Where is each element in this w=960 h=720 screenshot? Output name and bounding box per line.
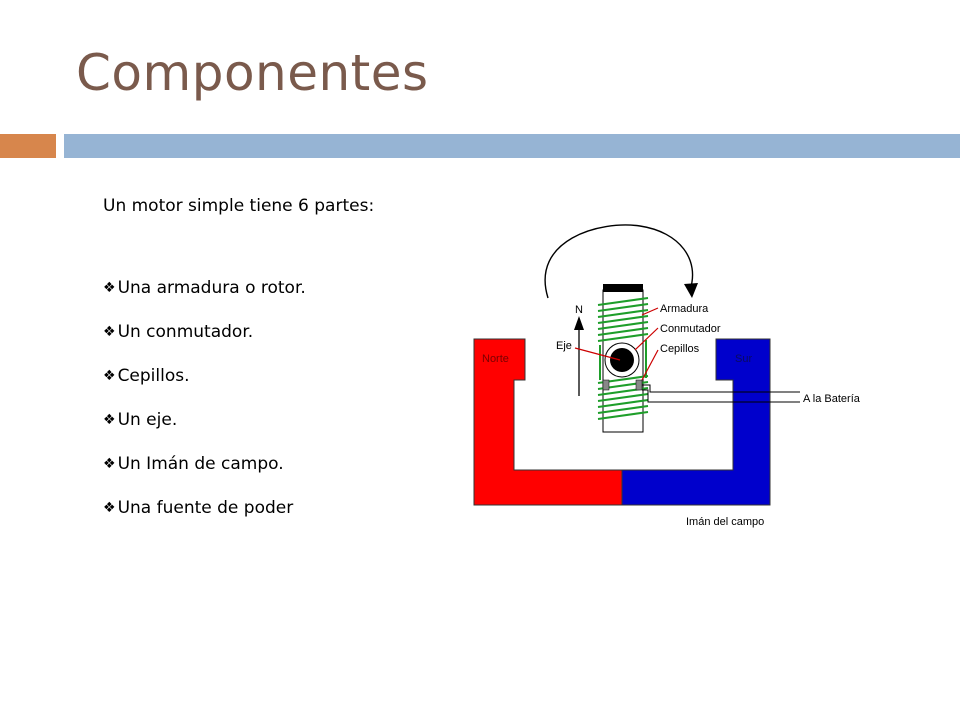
- diamond-bullet-icon: ❖: [103, 500, 116, 516]
- intro-text: Un motor simple tiene 6 partes:: [103, 196, 375, 216]
- axle-label: Eje: [556, 340, 572, 352]
- brush-right: [635, 379, 643, 391]
- list-item: ❖Una fuente de poder: [103, 498, 306, 542]
- south-magnet: [621, 338, 771, 506]
- list-item-text: Una fuente de poder: [117, 498, 294, 518]
- list-item: ❖Una armadura o rotor.: [103, 278, 306, 322]
- armature-label: Armadura: [660, 303, 709, 315]
- diamond-bullet-icon: ❖: [103, 368, 116, 384]
- list-item: ❖Un eje.: [103, 410, 306, 454]
- battery-label: A la Batería: [803, 393, 861, 405]
- commutator-ring: [604, 342, 640, 378]
- north-magnet: [473, 338, 623, 506]
- diamond-bullet-icon: ❖: [103, 280, 116, 296]
- commutator: [610, 348, 634, 372]
- accent-bar: [0, 134, 56, 158]
- commutator-label: Conmutador: [660, 323, 721, 335]
- brushes-pointer: [641, 349, 659, 381]
- parts-list: ❖Una armadura o rotor. ❖Un conmutador. ❖…: [103, 278, 306, 542]
- north-arrowhead-icon: [574, 316, 584, 330]
- diamond-bullet-icon: ❖: [103, 412, 116, 428]
- list-item-text: Un Imán de campo.: [117, 454, 284, 474]
- diamond-bullet-icon: ❖: [103, 324, 116, 340]
- list-item-text: Cepillos.: [117, 366, 190, 386]
- battery-lead-bottom: [642, 389, 800, 403]
- brushes-label: Cepillos: [660, 343, 700, 355]
- list-item-text: Un eje.: [117, 410, 178, 430]
- rotation-arrow: [544, 224, 694, 299]
- list-item: ❖Un conmutador.: [103, 322, 306, 366]
- brush-left: [602, 379, 610, 391]
- axle-pointer: [574, 347, 621, 361]
- armature-top-cap: [603, 284, 643, 292]
- armature-pointer: [641, 307, 659, 316]
- header-bar: [64, 134, 960, 158]
- commutator-pointer: [634, 327, 659, 351]
- field-magnet-label: Imán del campo: [686, 516, 764, 528]
- list-item: ❖Cepillos.: [103, 366, 306, 410]
- motor-diagram: Norte Sur N A la Batería: [473, 224, 861, 528]
- south-pole-label: Sur: [735, 353, 752, 365]
- armature-coil: [597, 297, 649, 420]
- list-item: ❖Un Imán de campo.: [103, 454, 306, 498]
- battery-lead-top: [642, 384, 800, 393]
- north-arrow-label: N: [575, 304, 583, 316]
- list-item-text: Una armadura o rotor.: [117, 278, 306, 298]
- list-item-text: Un conmutador.: [117, 322, 254, 342]
- rotation-arrowhead-icon: [684, 283, 698, 298]
- north-pole-label: Norte: [482, 353, 509, 365]
- diamond-bullet-icon: ❖: [103, 456, 116, 472]
- slide-title: Componentes: [76, 44, 429, 102]
